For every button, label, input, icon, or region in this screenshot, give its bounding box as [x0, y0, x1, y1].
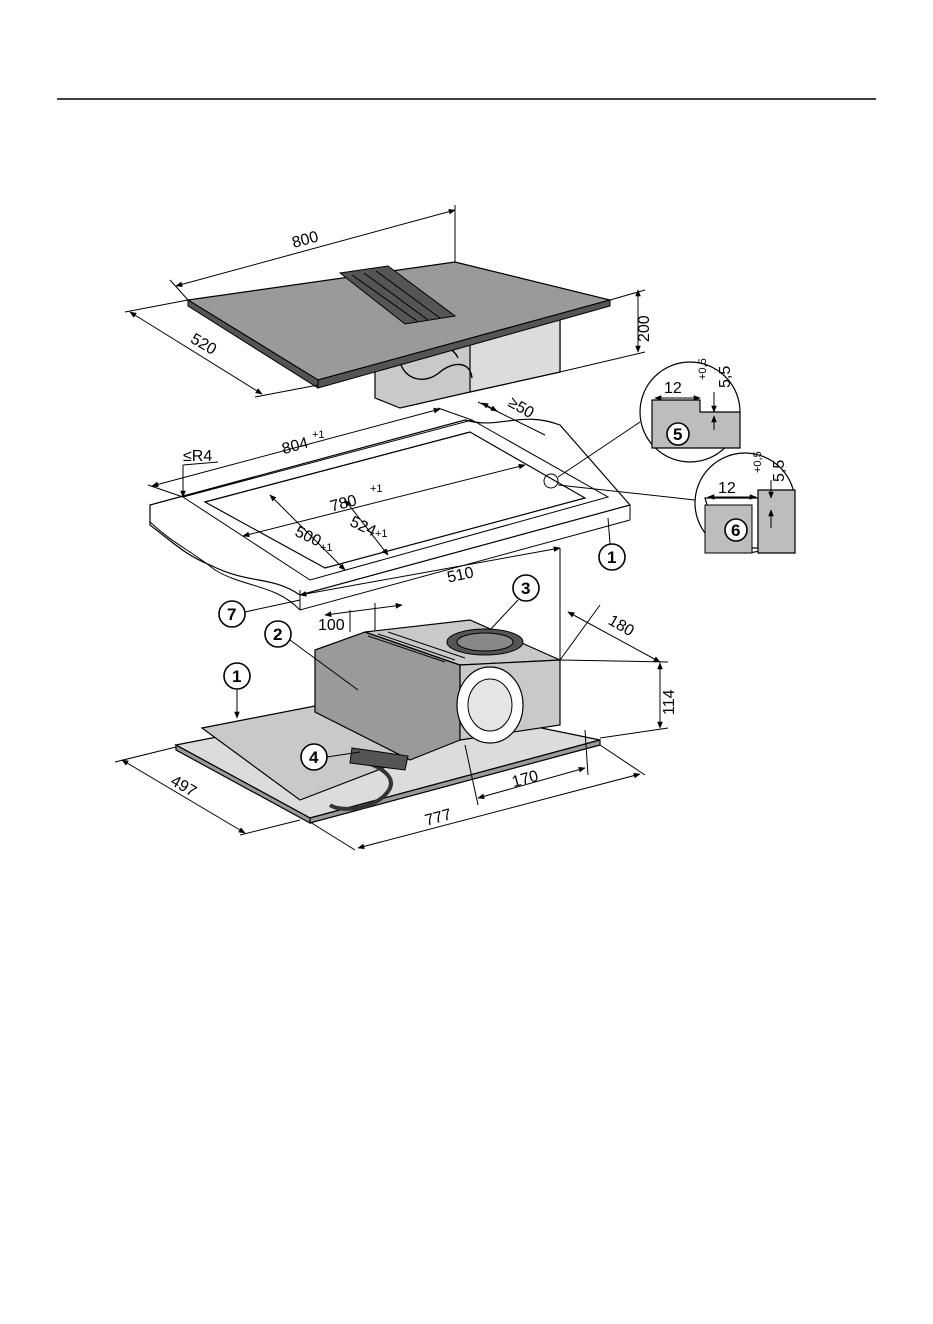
dim-cooktop-depth: 520 — [188, 331, 220, 359]
dim-fan-depth: 180 — [605, 612, 637, 640]
callout-6: 6 — [731, 521, 740, 540]
svg-text:1: 1 — [232, 667, 241, 686]
dim-fan-offset: 100 — [318, 617, 345, 634]
dim-base-width: 777 — [423, 806, 453, 829]
dim-rebate-depth-tol: +1 — [375, 528, 388, 540]
dim-radius: ≤R4 — [183, 448, 212, 465]
worktop-cutout: 804 +1 ≥50 ≤R4 780 +1 500 +1 524 +1 — [148, 394, 695, 610]
dim-fan-width: 170 — [510, 768, 540, 791]
dim-cooktop-height: 200 — [636, 315, 653, 342]
svg-text:4: 4 — [309, 748, 319, 767]
detail6-tol: +0,5 — [752, 451, 764, 473]
callout-7: 7 — [219, 600, 300, 627]
dim-fan-height: 114 — [661, 689, 678, 715]
detail5-tol: +0,5 — [697, 358, 709, 380]
dim-cutout-depth-tol: +1 — [320, 542, 333, 554]
dim-cutout-width-tol: +1 — [370, 483, 383, 495]
svg-text:7: 7 — [227, 605, 236, 624]
callout-3: 3 — [490, 575, 539, 630]
svg-text:1: 1 — [607, 548, 616, 567]
svg-text:3: 3 — [521, 579, 530, 598]
detail5-width: 12 — [664, 380, 682, 397]
detail-6: 12 5,5 +0,5 6 — [695, 451, 795, 553]
dim-rebate-width-tol: +1 — [312, 429, 325, 441]
detail-5: 12 5,5 +0,5 5 — [640, 358, 740, 462]
cooktop-unit: 800 520 200 — [125, 205, 653, 408]
dim-rebate-width: 804 — [280, 435, 310, 458]
callout-1-lower: 1 — [224, 663, 250, 718]
detail5-depth: 5,5 — [717, 366, 734, 388]
detail6-depth: 5,5 — [771, 460, 788, 482]
detail6-width: 12 — [718, 480, 736, 497]
fan-unit: 100 510 180 114 497 170 777 — [115, 548, 678, 850]
svg-text:2: 2 — [273, 625, 282, 644]
callout-1-upper: 1 — [599, 518, 625, 570]
callout-5: 5 — [673, 425, 682, 444]
